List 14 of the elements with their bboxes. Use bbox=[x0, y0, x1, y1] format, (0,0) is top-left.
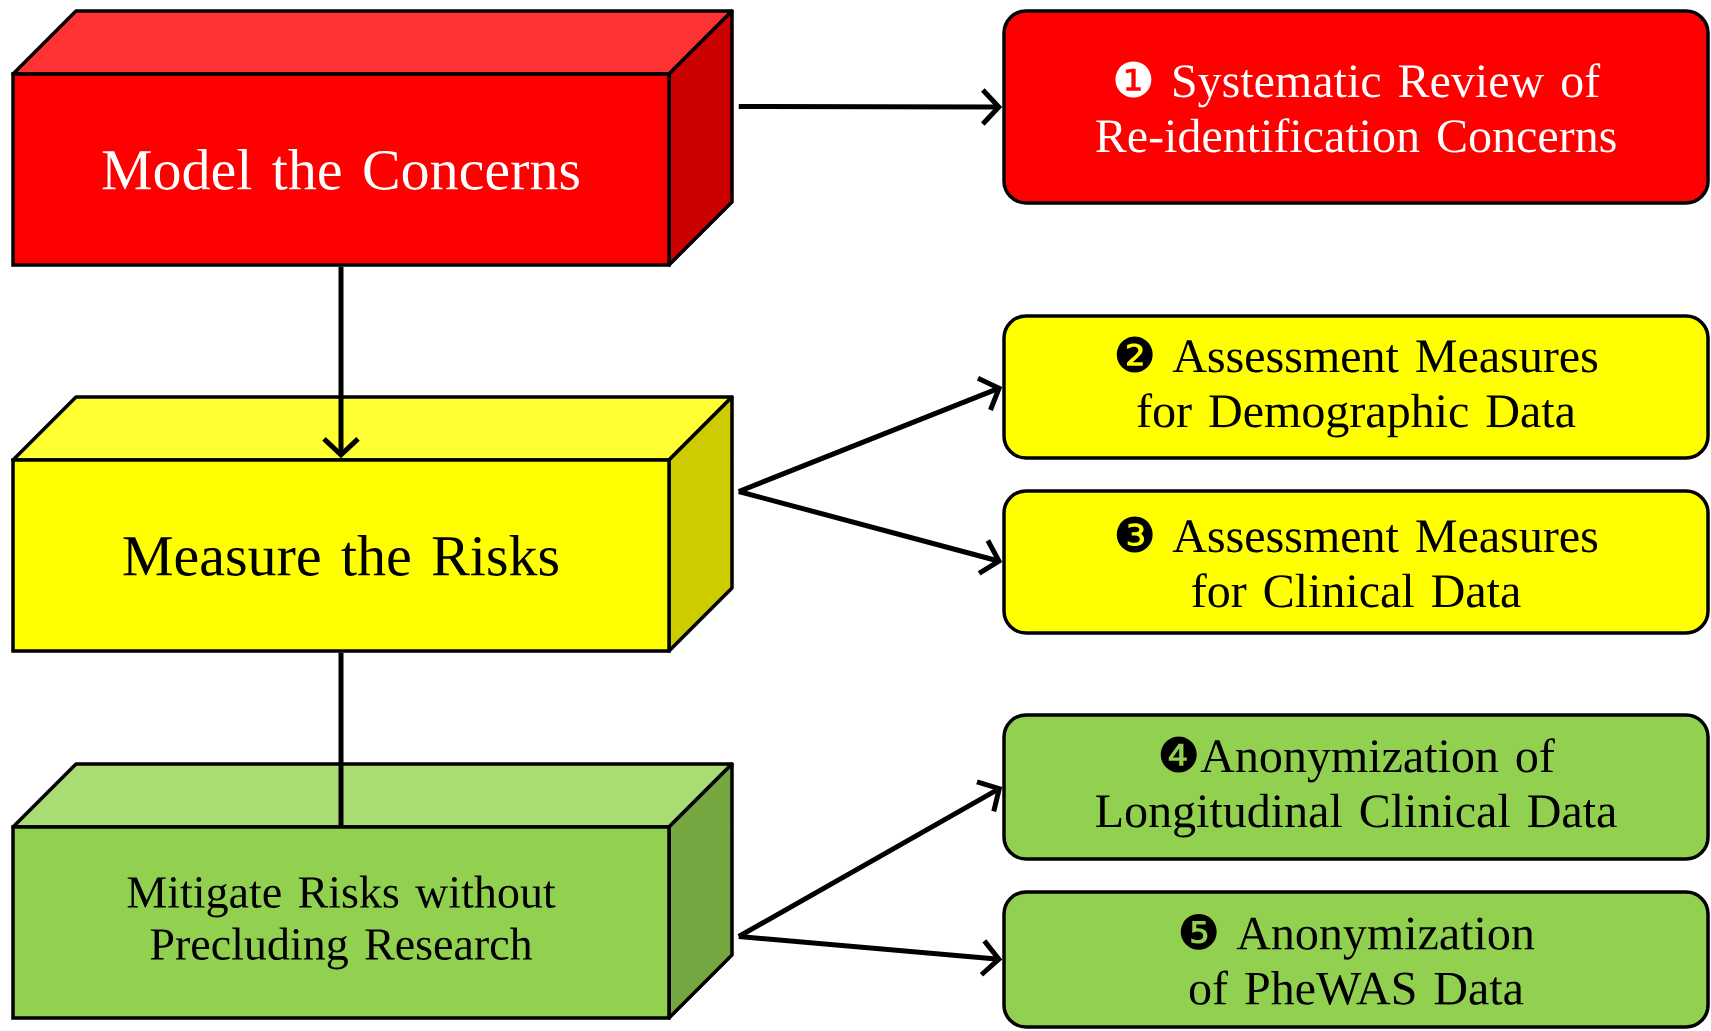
process-box: ❷ Assessment Measures for Demographic Data bbox=[1002, 314, 1710, 460]
process-box: ❶ Systematic Review of Re-identification Concerns bbox=[1002, 9, 1710, 205]
cube-box: Mitigate Risks without Precluding Research bbox=[11, 762, 734, 1020]
arrow bbox=[738, 934, 1003, 977]
arrow bbox=[737, 376, 1003, 494]
arrow bbox=[738, 489, 1003, 576]
process-box: ❺ Anonymization of PheWAS Data bbox=[1002, 890, 1710, 1029]
arrow bbox=[737, 779, 1003, 939]
process-box: ❹Anonymization of Longitudinal Clinical Data bbox=[1002, 713, 1710, 861]
cube-box: Model the Concerns bbox=[11, 9, 734, 267]
process-box: ❸ Assessment Measures for Clinical Data bbox=[1002, 489, 1710, 635]
arrow bbox=[322, 266, 360, 459]
arrow bbox=[738, 88, 1003, 126]
cube-box: Measure the Risks bbox=[11, 395, 734, 653]
